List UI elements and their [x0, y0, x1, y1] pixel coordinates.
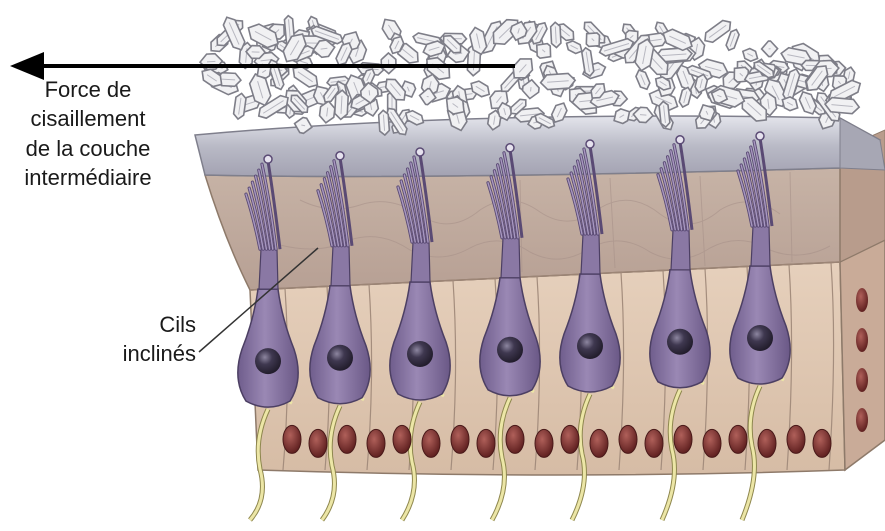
- support-cell-nucleus: [309, 429, 327, 457]
- hair-cell-nucleus: [747, 325, 773, 351]
- support-cell-nucleus: [787, 425, 805, 453]
- support-cell-nucleus: [367, 429, 385, 457]
- support-cell-nucleus: [590, 429, 608, 457]
- support-cell-nucleus: [758, 429, 776, 457]
- hair-cell-nucleus: [327, 345, 353, 371]
- hair-cell-nucleus: [407, 341, 433, 367]
- tilted-cilia-label-line-1: Cils: [100, 310, 196, 339]
- shear-force-label-line-2: cisaillement: [0, 104, 176, 133]
- support-cell-nucleus: [561, 425, 579, 453]
- support-cell-nucleus: [422, 429, 440, 457]
- tilted-cilia-label-line-2: inclinés: [100, 339, 196, 368]
- support-cell-nucleus: [856, 368, 868, 392]
- otoconia-crystals: [199, 15, 864, 137]
- support-cell-nucleus: [674, 425, 692, 453]
- support-cell-nucleus: [856, 328, 868, 352]
- support-cell-nucleus: [451, 425, 469, 453]
- support-cell-nucleus: [506, 425, 524, 453]
- tilted-cilia-label: Cils inclinés: [100, 310, 196, 369]
- support-cell-nucleus: [619, 425, 637, 453]
- shear-force-label: Force de cisaillement de la couche inter…: [0, 75, 176, 192]
- hair-cell-nucleus: [497, 337, 523, 363]
- support-cell-nucleus: [729, 425, 747, 453]
- hair-cell-nucleus: [255, 348, 281, 374]
- support-cell-nucleus: [856, 408, 868, 432]
- support-cell-nucleus: [703, 429, 721, 457]
- block-side-face: [840, 240, 885, 470]
- support-cell-nucleus: [645, 429, 663, 457]
- shear-force-label-line-1: Force de: [0, 75, 176, 104]
- hair-cell-nucleus: [577, 333, 603, 359]
- support-cell-nucleus: [338, 425, 356, 453]
- support-cell-nucleus: [856, 288, 868, 312]
- support-cell-nucleus: [477, 429, 495, 457]
- support-cell-nucleus: [393, 425, 411, 453]
- shear-force-label-line-3: de la couche: [0, 134, 176, 163]
- support-cell-nucleus: [813, 429, 831, 457]
- support-cell-nucleus: [535, 429, 553, 457]
- support-cell-nucleus: [283, 425, 301, 453]
- hair-cell-nucleus: [667, 329, 693, 355]
- shear-force-label-line-4: intermédiaire: [0, 163, 176, 192]
